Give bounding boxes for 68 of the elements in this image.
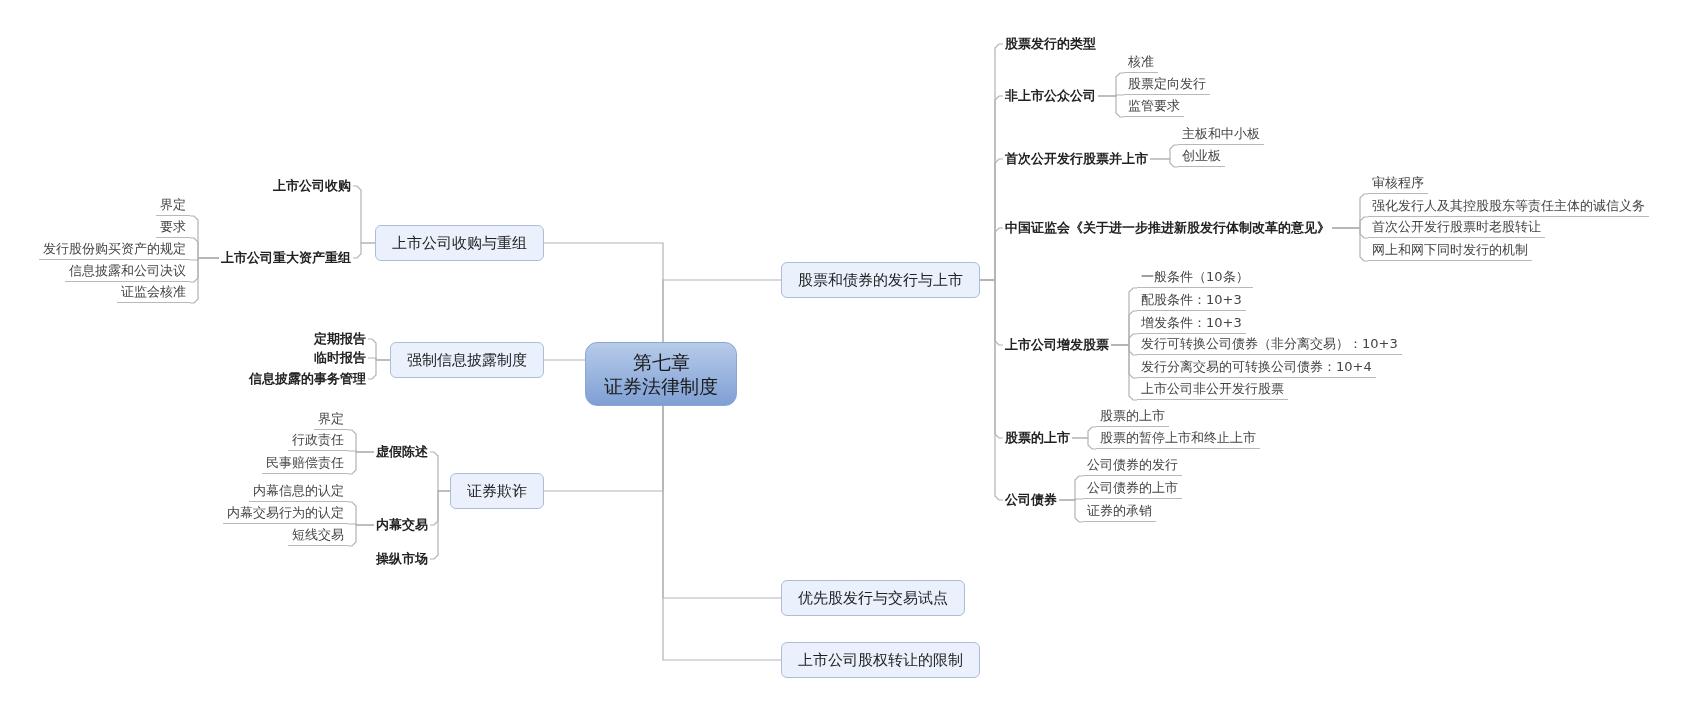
connector-line <box>543 359 586 361</box>
subtopic-label: 审核程序 <box>1368 174 1428 194</box>
subtopic-label: 股票的暂停上市和终止上市 <box>1096 429 1260 449</box>
subtopic-label: 上市公司重大资产重组 <box>219 249 353 267</box>
central-topic: 第七章 证券法律制度 <box>585 342 737 406</box>
subtopic-label: 操纵市场 <box>374 550 430 568</box>
subtopic-label: 内幕交易行为的认定 <box>223 504 348 524</box>
subtopic-label: 配股条件：10+3 <box>1137 291 1246 311</box>
subtopic-label: 上市公司收购 <box>271 177 353 195</box>
subtopic-label: 首次公开发行股票并上市 <box>1003 150 1150 168</box>
subtopic-label: 网上和网下同时发行的机制 <box>1368 241 1532 261</box>
connector-line <box>367 359 391 380</box>
connector-line <box>662 405 782 661</box>
subtopic-label: 主板和中小板 <box>1178 125 1264 145</box>
main-topic: 强制信息披露制度 <box>390 342 544 378</box>
subtopic-label: 内幕交易 <box>374 516 430 534</box>
subtopic-label: 内幕信息的认定 <box>249 482 348 502</box>
main-topic: 证券欺诈 <box>450 473 544 509</box>
main-topic: 上市公司收购与重组 <box>375 225 544 261</box>
subtopic-label: 一般条件（10条） <box>1137 268 1253 288</box>
subtopic-label: 信息披露的事务管理 <box>247 370 368 388</box>
connector-line <box>352 242 376 259</box>
connector-line <box>347 524 375 547</box>
connector-line <box>189 257 220 304</box>
main-topic: 优先股发行与交易试点 <box>781 580 965 616</box>
connector-line <box>1071 437 1097 450</box>
connector-line <box>429 490 451 560</box>
subtopic-label: 行政责任 <box>288 431 348 451</box>
subtopic-label: 虚假陈述 <box>374 443 430 461</box>
subtopic-label: 股票的上市 <box>1003 429 1072 447</box>
subtopic-label: 监管要求 <box>1124 97 1184 117</box>
connector-line <box>1149 158 1179 168</box>
connector-line <box>1058 499 1084 523</box>
connector-line <box>1097 95 1125 118</box>
subtopic-label: 上市公司非公开发行股票 <box>1137 380 1288 400</box>
subtopic-label: 中国证监会《关于进一步推进新股发行体制改革的意见》 <box>1003 219 1332 237</box>
subtopic-label: 股票的上市 <box>1096 407 1169 427</box>
subtopic-label: 发行分离交易的可转换公司债券：10+4 <box>1137 358 1376 378</box>
subtopic-label: 公司债券 <box>1003 491 1059 509</box>
subtopic-label: 发行股份购买资产的规定 <box>39 240 190 260</box>
subtopic-label: 股票发行的类型 <box>1003 35 1098 53</box>
subtopic-label: 公司债券的发行 <box>1083 456 1182 476</box>
subtopic-label: 首次公开发行股票时老股转让 <box>1368 218 1545 238</box>
subtopic-label: 强化发行人及其控股股东等责任主体的诚信义务 <box>1368 197 1649 217</box>
subtopic-label: 要求 <box>156 218 190 238</box>
subtopic-label: 非上市公众公司 <box>1003 87 1098 105</box>
subtopic-label: 证券的承销 <box>1083 502 1156 522</box>
connector-line <box>1110 344 1138 401</box>
connector-line <box>662 279 782 343</box>
connector-line <box>979 279 1004 501</box>
subtopic-label: 界定 <box>314 410 348 430</box>
main-topic: 上市公司股权转让的限制 <box>781 642 980 678</box>
subtopic-label: 股票定向发行 <box>1124 75 1210 95</box>
subtopic-label: 民事赔偿责任 <box>262 454 348 474</box>
subtopic-label: 上市公司增发股票 <box>1003 336 1111 354</box>
subtopic-label: 核准 <box>1124 53 1158 73</box>
main-topic: 股票和债券的发行与上市 <box>781 262 980 298</box>
subtopic-label: 临时报告 <box>312 349 368 367</box>
subtopic-label: 短线交易 <box>288 526 348 546</box>
subtopic-label: 信息披露和公司决议 <box>65 262 190 282</box>
connector-line <box>347 451 375 475</box>
subtopic-label: 创业板 <box>1178 147 1225 167</box>
subtopic-label: 公司债券的上市 <box>1083 479 1182 499</box>
subtopic-label: 界定 <box>156 196 190 216</box>
subtopic-label: 定期报告 <box>312 330 368 348</box>
subtopic-label: 发行可转换公司债券（非分离交易）：10+3 <box>1137 335 1402 355</box>
subtopic-label: 增发条件：10+3 <box>1137 314 1246 334</box>
subtopic-label: 证监会核准 <box>117 283 190 303</box>
